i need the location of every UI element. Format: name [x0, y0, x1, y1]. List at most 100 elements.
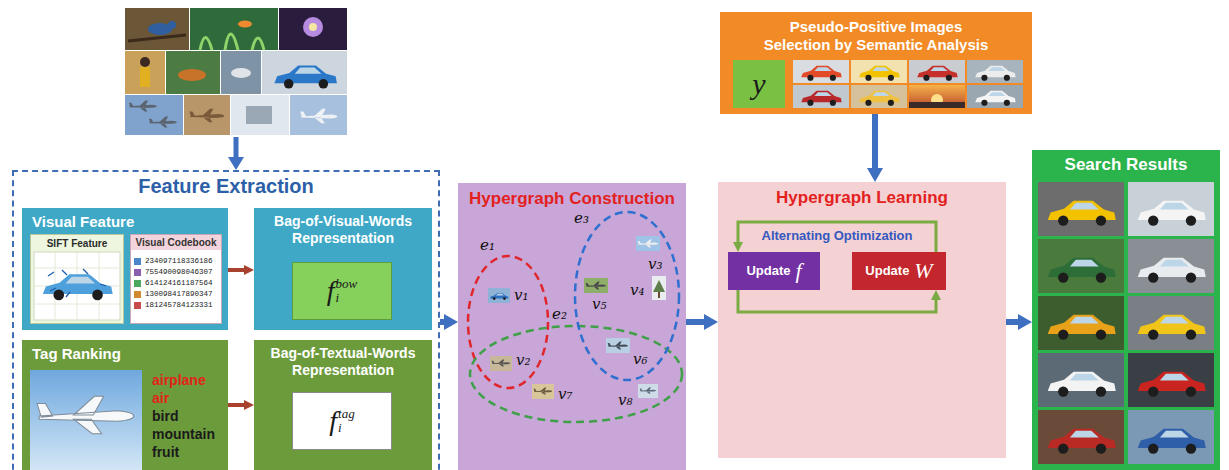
- search-result-images: [1048, 258, 1116, 283]
- update-word: Update: [865, 263, 909, 279]
- sift-image: [48, 269, 106, 297]
- box-heading: Bag-of-Visual-Words Representation: [258, 213, 428, 247]
- photo-collage: [303, 17, 323, 37]
- search-result-images: [1138, 429, 1206, 454]
- pseudo-positive-images: [917, 66, 957, 81]
- label-anchor: v₇: [558, 386, 573, 403]
- photo-collage: [149, 117, 177, 128]
- math-symbol: f: [795, 259, 801, 283]
- label-anchor: v₃: [648, 256, 663, 273]
- math-script-column: tagi: [338, 407, 355, 435]
- airplane-photo: [37, 396, 134, 433]
- label-anchor: e₂: [552, 306, 567, 323]
- photo-collage: [262, 51, 347, 94]
- tag-word: bird: [152, 407, 228, 425]
- codebook-panel: Visual Codebook234097118336186 755490098…: [130, 234, 222, 324]
- sift-image: [43, 274, 113, 300]
- photo-collage: [189, 109, 224, 123]
- search-result-images: [1048, 372, 1116, 397]
- tag-word: mountain: [152, 425, 228, 443]
- hypergraph: [640, 387, 656, 393]
- hypergraph: [636, 236, 660, 251]
- stage-panel: Hypergraph LearningAlternating Optimizat…: [718, 182, 1006, 458]
- search-result-images: [1128, 182, 1214, 236]
- vertex-label: v₄: [630, 282, 645, 299]
- sift-image: [34, 252, 120, 320]
- label-anchor: e₃: [574, 210, 589, 227]
- flow-arrow: [738, 290, 936, 312]
- vertex-label: v₁: [514, 287, 529, 304]
- hypergraph: [492, 359, 511, 366]
- photo-collage: [128, 35, 186, 41]
- pseudo-positive-images: [859, 91, 899, 106]
- search-result-images: [1128, 296, 1214, 350]
- flow-arrow: [686, 319, 704, 325]
- math-superscript: bow: [336, 277, 358, 291]
- photo-collage: [231, 68, 251, 78]
- airplane-photo: [30, 370, 142, 470]
- flow-arrow: [872, 114, 878, 168]
- codebook-icons: [134, 280, 141, 287]
- math-symbol: f: [327, 276, 335, 306]
- search-result-images: [1048, 315, 1116, 340]
- search-result-images: [1138, 201, 1206, 226]
- photo-collage: [300, 109, 337, 123]
- flow-arrow: [228, 403, 244, 407]
- dashed-group: Feature ExtractionVisual FeatureSIFT Fea…: [12, 170, 440, 470]
- hypergraph: [575, 212, 679, 380]
- representation-box: Bag-of-Visual-Words Representation fbowi: [254, 208, 432, 330]
- pseudo-positive-images: [909, 85, 965, 108]
- feature-box: Visual FeatureSIFT FeatureVisual Codeboo…: [22, 208, 228, 330]
- codebook-icons: [134, 291, 141, 298]
- hypergraph: [586, 282, 606, 290]
- stage-title: Hypergraph Construction: [458, 189, 686, 209]
- flow-arrow: [738, 222, 936, 252]
- hypergraph: [490, 293, 508, 300]
- photo-collage: [231, 95, 289, 135]
- photo-collage: [246, 106, 272, 124]
- box-heading: Bag-of-Textual-Words Representation: [258, 345, 428, 379]
- math-symbol: y: [752, 68, 765, 100]
- hypergraph: [470, 326, 682, 422]
- vertex-label: v₅: [592, 296, 607, 313]
- pseudo-positive-images: [975, 66, 1015, 81]
- pseudo-positive-images: [851, 85, 907, 108]
- photo-collage: [168, 21, 176, 29]
- search-result-images: [1038, 410, 1124, 464]
- photo-collage: [125, 95, 183, 135]
- search-result-images: [1138, 315, 1206, 340]
- hypergraph: [534, 387, 553, 394]
- math-subscript: i: [336, 291, 358, 305]
- vector-box: ftagi: [292, 392, 392, 450]
- pseudo-positive-images: [859, 66, 899, 81]
- tag-word: air: [152, 389, 228, 407]
- hypergraph: [653, 280, 665, 292]
- photo-collage: [140, 57, 150, 67]
- tag-list: airplaneairbirdmountainfruit: [152, 371, 228, 461]
- search-result-images: [1128, 353, 1214, 407]
- flow-arrow: [228, 268, 244, 272]
- sift-panel: SIFT Feature: [30, 234, 124, 324]
- tag-word: fruit: [152, 443, 228, 461]
- codebook-icons: [134, 258, 141, 265]
- panel-heading: Visual Codebook: [131, 235, 221, 250]
- update-word: Update: [746, 263, 790, 279]
- label-anchor: v₂: [516, 352, 531, 369]
- photo-collage: [279, 8, 347, 50]
- hypergraph: [606, 338, 630, 353]
- hypergraph: [638, 240, 658, 248]
- pseudo-positive-images: [801, 91, 841, 106]
- sift-image: [34, 252, 120, 320]
- stage-title: Search Results: [1032, 155, 1220, 175]
- codebook-icons: [134, 269, 141, 276]
- photo-collage: [238, 21, 252, 28]
- search-result-images: [1038, 182, 1214, 464]
- hypergraph: [658, 292, 660, 298]
- math-symbol: W: [914, 259, 932, 283]
- math-group: ftagi: [293, 393, 391, 449]
- vertex-label: v₆: [633, 351, 648, 368]
- search-result-images: [1138, 258, 1206, 283]
- update-box: Update W: [852, 252, 946, 290]
- stage-title: Hypergraph Learning: [718, 188, 1006, 208]
